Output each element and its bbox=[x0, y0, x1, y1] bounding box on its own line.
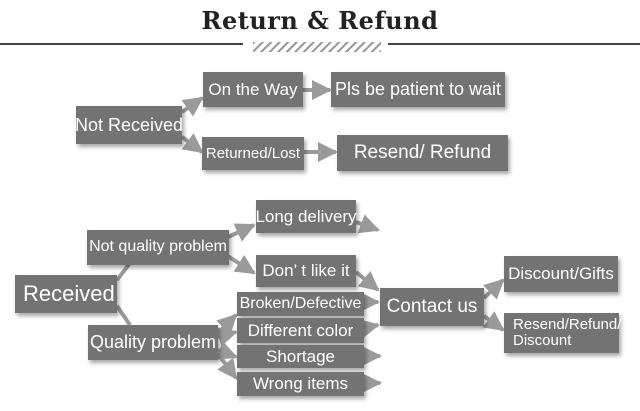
not-quality-problem-label: Not quality problem bbox=[89, 238, 227, 256]
be-patient-label: Pls be patient to wait bbox=[334, 79, 502, 100]
page-title: Return & Refund bbox=[201, 6, 439, 35]
be-patient-box: Pls be patient to wait bbox=[331, 72, 505, 107]
broken-defective-label: Broken/Defective bbox=[239, 294, 362, 312]
connector-not-received-on-the-way bbox=[180, 96, 204, 117]
discount-gifts-box: Discount/Gifts bbox=[504, 256, 618, 292]
connector-quality-broken bbox=[216, 313, 238, 335]
connector-dont-like-contact bbox=[354, 270, 380, 292]
connector-different-color-contact bbox=[358, 318, 380, 339]
received-label: Received bbox=[23, 281, 115, 307]
connector-not-quality-dont-like bbox=[224, 253, 256, 275]
connector-quality-wrong-items bbox=[216, 352, 238, 380]
shortage-box: Shortage bbox=[237, 345, 364, 368]
resend-refund-box: Resend/ Refund bbox=[337, 135, 508, 171]
connector-received-not-quality bbox=[115, 261, 132, 282]
broken-defective-box: Broken/Defective bbox=[237, 292, 364, 316]
contact-us-label: Contact us bbox=[386, 296, 478, 318]
resend-refund-label: Resend/ Refund bbox=[353, 142, 492, 164]
resend-refund-discount-box: Resend/Refund/ Discount bbox=[504, 313, 622, 353]
connector-contact-discount-gifts bbox=[482, 278, 505, 300]
not-received-label: Not Received bbox=[74, 114, 184, 135]
not-quality-problem-box: Not quality problem bbox=[87, 230, 229, 265]
not-received-box: Not Received bbox=[74, 106, 184, 144]
different-color-box: Different color bbox=[237, 318, 364, 343]
on-the-way-box: On the Way bbox=[203, 72, 303, 107]
long-delivery-label: Long delivery bbox=[255, 206, 357, 226]
connector-received-quality bbox=[115, 304, 132, 327]
wrong-items-label: Wrong items bbox=[252, 374, 349, 394]
title-rule-left bbox=[0, 43, 243, 45]
on-the-way-label: On the Way bbox=[208, 79, 298, 99]
quality-problem-box: Quality problem bbox=[88, 325, 218, 360]
connector-quality-shortage bbox=[215, 341, 238, 360]
resend-refund-discount-label-line1: Resend/Refund/ bbox=[513, 316, 622, 334]
different-color-label: Different color bbox=[247, 320, 354, 340]
dont-like-it-box: Don’ t like it bbox=[256, 255, 356, 287]
returned-lost-box: Returned/Lost bbox=[202, 137, 304, 170]
connector-long-delivery-out bbox=[355, 214, 380, 234]
title-hatch-decoration bbox=[253, 42, 381, 52]
title-rule-right bbox=[388, 43, 640, 45]
quality-problem-label: Quality problem bbox=[89, 332, 217, 353]
discount-gifts-label: Discount/Gifts bbox=[508, 264, 614, 284]
contact-us-box: Contact us bbox=[380, 288, 484, 326]
shortage-label: Shortage bbox=[266, 346, 335, 366]
dont-like-it-label: Don’ t like it bbox=[262, 261, 350, 281]
connector-not-quality-long-delivery bbox=[225, 223, 256, 242]
returned-lost-label: Returned/Lost bbox=[205, 144, 301, 162]
connector-not-received-returned-lost bbox=[180, 133, 204, 154]
resend-refund-discount-label-line2: Discount bbox=[513, 332, 572, 349]
connector-quality-different-color bbox=[215, 327, 238, 347]
wrong-items-box: Wrong items bbox=[237, 372, 364, 396]
received-box: Received bbox=[15, 275, 117, 313]
long-delivery-box: Long delivery bbox=[255, 200, 357, 233]
connector-contact-resend-refund-discount bbox=[482, 311, 505, 332]
